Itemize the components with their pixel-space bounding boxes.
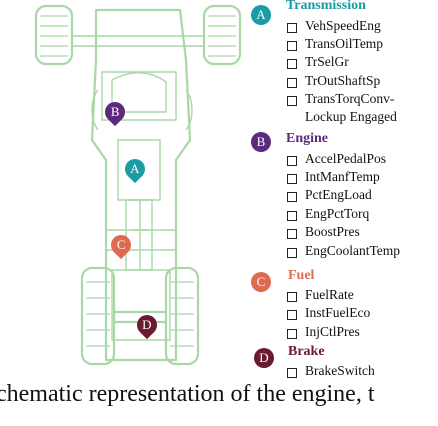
front-left-wheel	[34, 4, 74, 66]
signal-label: InstFuelEco	[305, 305, 371, 320]
checkbox	[287, 192, 297, 202]
signal-label: EngPctTorq	[305, 206, 370, 221]
checkbox	[287, 211, 297, 221]
signal-label: AccelPedalPos	[305, 151, 386, 166]
checkbox	[287, 292, 297, 302]
signal-label: TransOilTemp	[305, 36, 384, 51]
signal-label: InjCtlPres	[305, 324, 360, 339]
checkbox	[287, 78, 297, 88]
group-title-brake: Brake	[288, 344, 325, 359]
rear-left-wheel	[80, 266, 116, 366]
signal-label: FuelRate	[305, 287, 354, 302]
checkbox	[287, 229, 297, 239]
signal-label: IntManfTemp	[305, 169, 380, 184]
checkbox	[287, 248, 297, 258]
group-title-transmission: Transmission	[286, 0, 366, 13]
badge-transmission: A	[251, 5, 271, 25]
signal-label: VehSpeedEng	[305, 18, 381, 33]
checkbox	[287, 96, 297, 106]
checkbox	[287, 329, 297, 339]
checkbox	[287, 156, 297, 166]
vehicle-chassis-diagram	[34, 4, 242, 366]
signal-label: TrSelGr	[305, 54, 349, 69]
signal-label: TransTorqConv-	[305, 91, 395, 106]
group-title-fuel: Fuel	[288, 268, 315, 283]
signal-label: EngCoolantTemp	[305, 243, 401, 258]
checkbox	[287, 310, 297, 320]
signal-label-continued: Lockup Engaged	[305, 109, 397, 124]
signal-label: PctEngLoad	[305, 187, 372, 202]
badge-fuel: C	[251, 272, 271, 292]
badge-engine: B	[251, 132, 271, 152]
checkbox	[287, 174, 297, 184]
signal-label: TrOutShaftSp	[305, 73, 381, 88]
checkbox	[287, 368, 297, 378]
checkbox	[287, 59, 297, 69]
badge-brake: D	[254, 348, 274, 368]
signal-label: BoostPres	[305, 224, 360, 239]
group-title-engine: Engine	[286, 131, 329, 146]
checkbox	[287, 23, 297, 33]
signal-label: BrakeSwitch	[305, 363, 375, 378]
checkbox	[287, 41, 297, 51]
front-right-wheel	[202, 4, 242, 66]
figure-caption: chematic representation of the engine, t	[0, 381, 375, 407]
rear-right-wheel	[164, 266, 200, 366]
